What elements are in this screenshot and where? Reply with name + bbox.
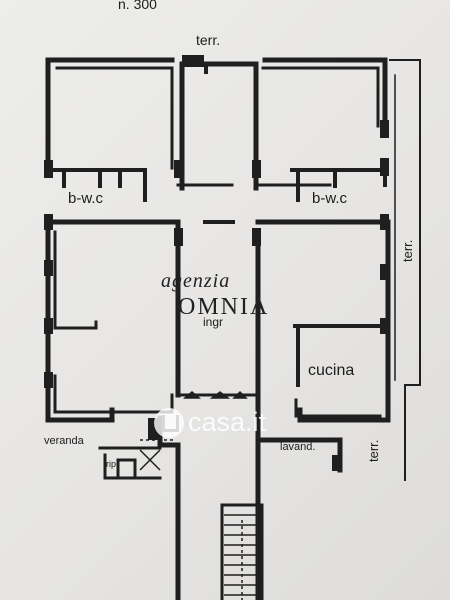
label-terrace-top: terr. (196, 32, 221, 48)
wall-terrace-right (389, 59, 421, 481)
watermark-agency-name: OMNIA (178, 294, 270, 320)
label-entrance: ingr (203, 315, 224, 329)
watermark-portal-name: casa.it (188, 407, 267, 437)
wall-top-right (262, 57, 388, 123)
label-kitchen: cucina (308, 362, 355, 379)
wall-top-left (45, 57, 175, 171)
wall-left-outer (45, 219, 115, 423)
label-terrace-bottom: terr. (366, 439, 381, 462)
label-storage: rip. (106, 459, 119, 469)
label-laundry: lavand. (280, 441, 316, 453)
label-veranda: veranda (44, 435, 84, 447)
wall-mid-right (255, 219, 391, 253)
wall-room-right-inner (261, 66, 380, 128)
wall-bath-left (46, 168, 147, 202)
watermark-agency-script: agenzia (161, 270, 231, 292)
wall-veranda (98, 446, 162, 480)
wall-mid-left (45, 219, 181, 248)
wall-room-left-inner (55, 66, 174, 170)
stair-treads (224, 514, 260, 600)
wall-kitchen-lower (294, 398, 382, 418)
wall-lower-left (157, 415, 181, 600)
pillar-marks (44, 55, 389, 471)
header-fragment: n. 300 (118, 0, 157, 12)
label-bath-left: b-w.c (68, 190, 104, 207)
label-bath-right: b-w.c (312, 190, 348, 207)
wall-kitchen (293, 324, 390, 387)
staircase-outline (220, 503, 264, 600)
wall-left-lower (53, 374, 174, 414)
label-terrace-right: terr. (400, 239, 415, 262)
wall-storage (116, 458, 137, 480)
wall-left-inner (53, 230, 98, 330)
house-logo-icon (154, 407, 184, 438)
door-marks (139, 390, 248, 471)
wall-top-middle (179, 61, 258, 191)
watermark-portal: casa.it (154, 407, 266, 438)
wall-lower-right (255, 392, 343, 600)
wall-right-outer (297, 247, 391, 423)
